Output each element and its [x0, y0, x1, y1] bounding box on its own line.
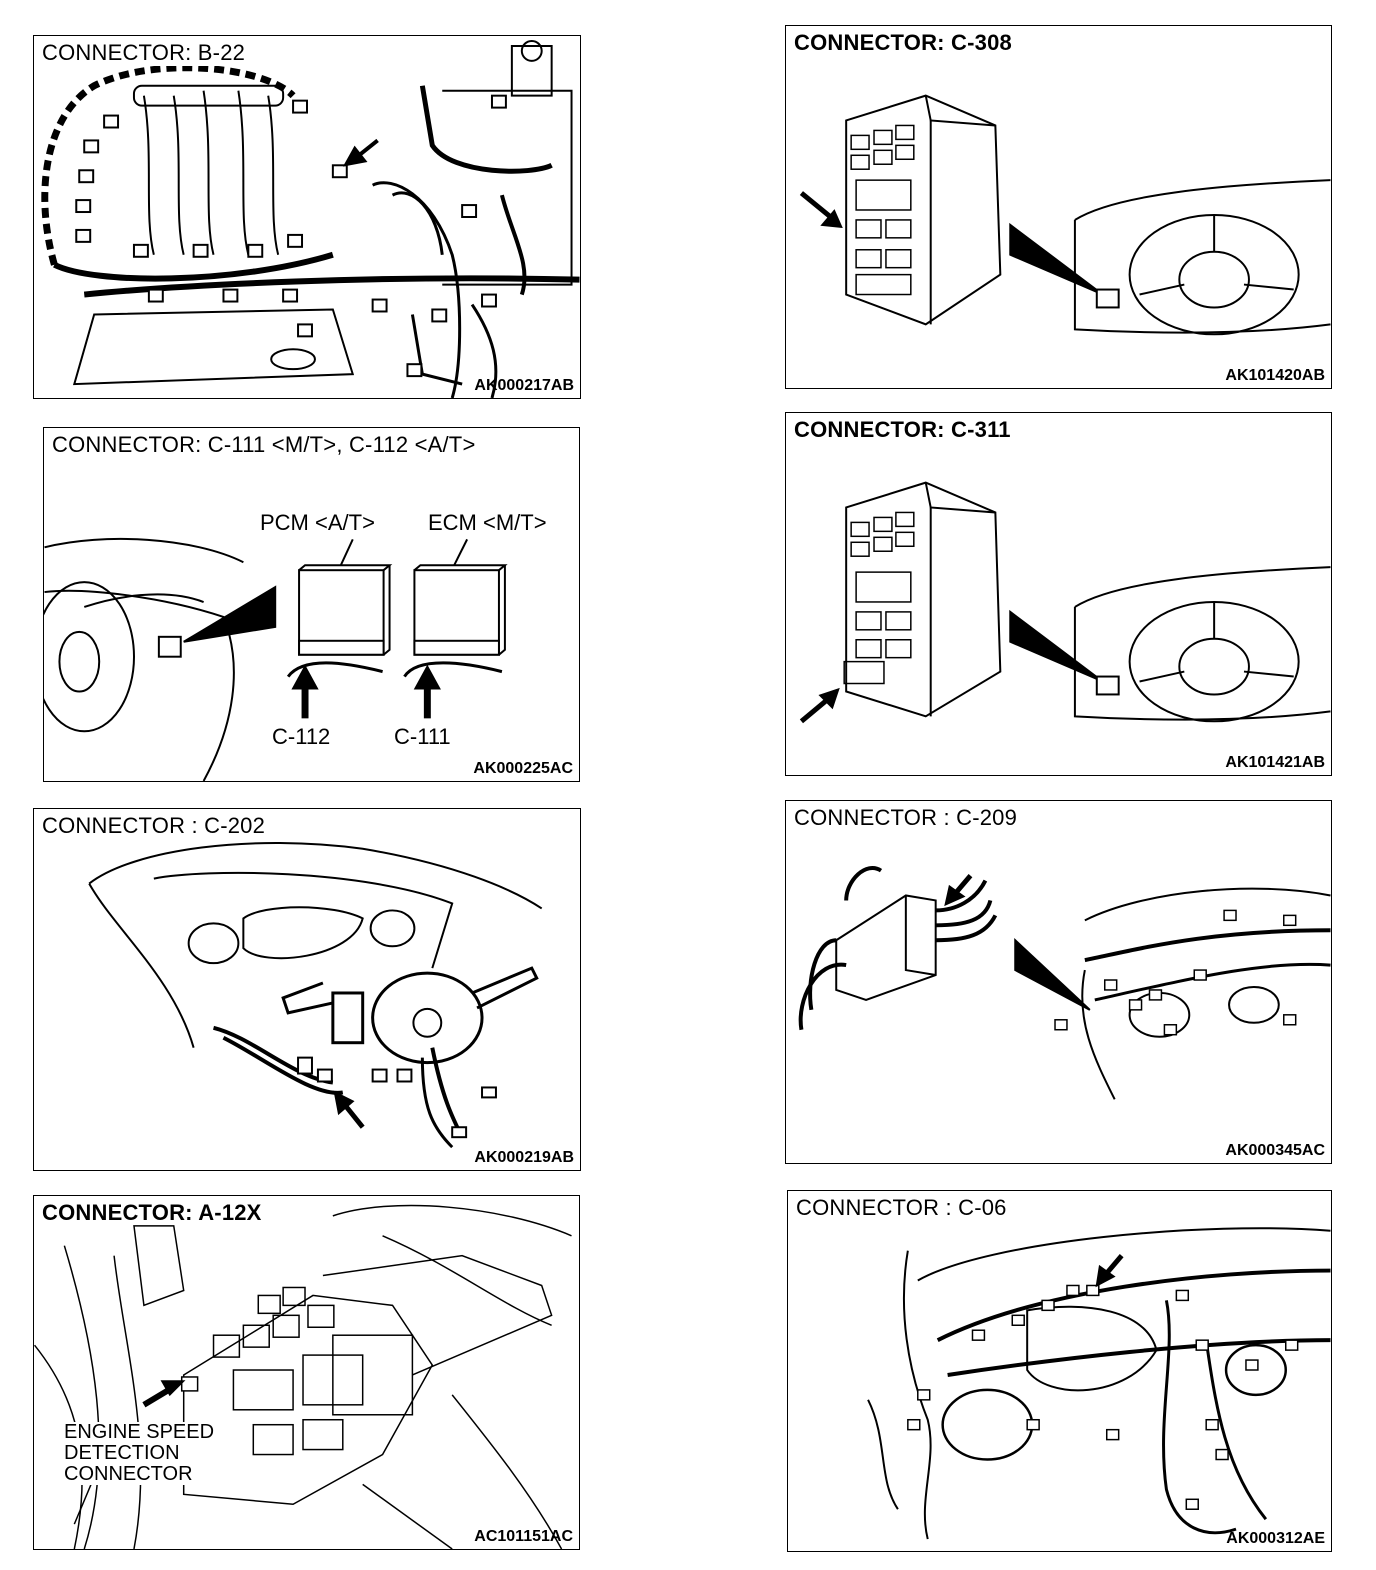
panel-c111-c112: CONNECTOR: C-111 <M/T>, C-112 <A/T> PCM …	[43, 427, 580, 782]
panel-title: CONNECTOR : C-06	[796, 1195, 1007, 1220]
c112-label: C-112	[272, 724, 331, 749]
dash-harness-illustration	[798, 866, 1331, 1100]
figure-code: AK101420AB	[1225, 367, 1325, 384]
panel-title: CONNECTOR: C-311	[794, 417, 1011, 442]
panel-title: CONNECTOR: C-308	[794, 30, 1012, 55]
engine-bay-illustration	[41, 39, 580, 398]
panel-title: CONNECTOR: B-22	[42, 40, 246, 66]
panel-a12x: CONNECTOR: A-12X ENGINE SPEED DETECTION …	[33, 1195, 580, 1550]
panel-c06: CONNECTOR : C-06 AK000312AE	[787, 1190, 1332, 1552]
figure-code: AK000217AB	[474, 377, 574, 394]
panel-c202: CONNECTOR : C-202 AK000219AB	[33, 808, 581, 1171]
pcm-label: PCM <A/T>	[260, 510, 375, 535]
c111-label: C-111	[394, 724, 451, 749]
panel-b22: CONNECTOR: B-22 AK000217AB	[33, 35, 581, 399]
figure-code: AC101151AC	[474, 1528, 573, 1545]
pcm-ecm-illustration	[44, 537, 508, 781]
relay-box-illustration	[34, 1204, 572, 1549]
panel-title: CONNECTOR: A-12X	[42, 1200, 262, 1225]
dash-harness-illustration	[867, 1227, 1331, 1540]
panel-c209: CONNECTOR : C-209 AK000345AC	[785, 800, 1332, 1164]
figure-code: AK101421AB	[1225, 754, 1325, 771]
junction-block-illustration	[799, 94, 1331, 336]
figure-code: AK000225AC	[473, 760, 573, 777]
panel-title: CONNECTOR: C-111 <M/T>, C-112 <A/T>	[52, 432, 476, 457]
panel-title: CONNECTOR : C-202	[42, 813, 266, 839]
panel-c308: CONNECTOR: C-308 AK101420AB	[785, 25, 1332, 389]
steering-column-illustration	[88, 842, 543, 1149]
junction-block-illustration	[799, 481, 1331, 724]
figure-code: AK000219AB	[474, 1149, 574, 1166]
note-line: ENGINE SPEED	[64, 1421, 215, 1443]
panel-title: CONNECTOR : C-209	[794, 805, 1018, 830]
figure-code: AK000345AC	[1225, 1142, 1325, 1159]
figure-code: AK000312AE	[1226, 1530, 1325, 1547]
note-line: DETECTION	[64, 1442, 180, 1464]
note-line: CONNECTOR	[64, 1463, 193, 1485]
engine-speed-connector-label: ENGINE SPEED DETECTION CONNECTOR	[64, 1421, 215, 1485]
panel-c311: CONNECTOR: C-311 AK101421AB	[785, 412, 1332, 776]
ecm-label: ECM <M/T>	[428, 510, 547, 535]
